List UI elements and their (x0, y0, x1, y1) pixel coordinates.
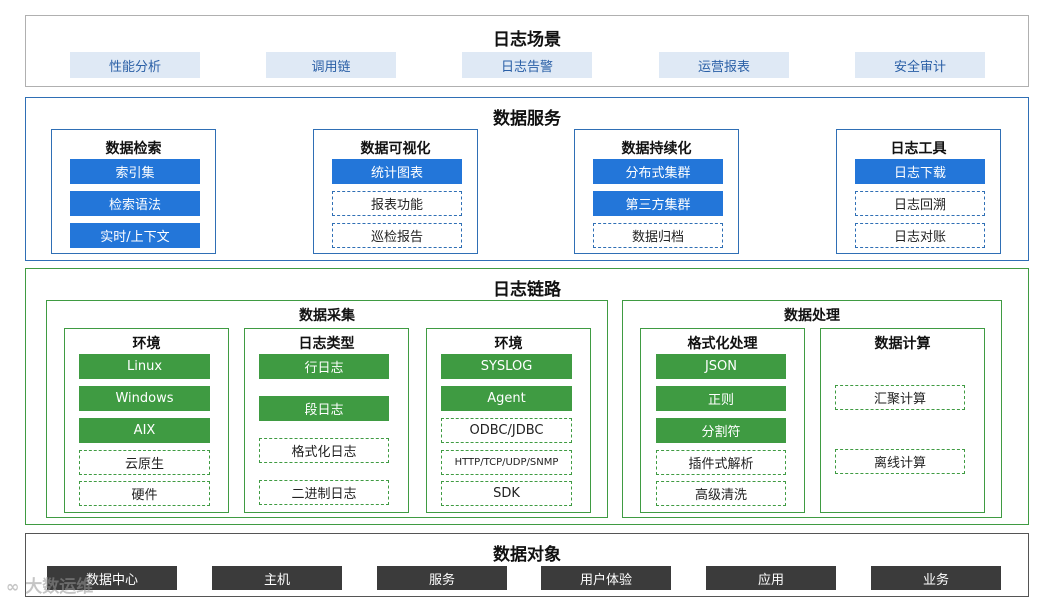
service-item-third-party-cluster: 第三方集群 (593, 191, 723, 216)
data-objects-title: 数据对象 (493, 545, 561, 565)
object-service: 服务 (377, 566, 507, 590)
service-group-persistence: 数据持续化 (574, 129, 739, 254)
data-services-title: 数据服务 (493, 109, 561, 129)
process-item-json: JSON (656, 354, 786, 379)
service-item-log-download: 日志下载 (855, 159, 985, 184)
service-group-title: 数据可视化 (360, 141, 431, 157)
service-group-search: 数据检索 (51, 129, 216, 254)
collect-group-title: 环境 (132, 336, 161, 352)
collect-item-hardware: 硬件 (79, 481, 210, 506)
collect-item-windows: Windows (79, 386, 210, 411)
process-item-regex: 正则 (656, 386, 786, 411)
log-pipeline-section: 日志链路 (25, 268, 1029, 525)
service-item-search-syntax: 检索语法 (70, 191, 200, 216)
log-scenes-section: 日志场景 (25, 15, 1029, 87)
object-host: 主机 (212, 566, 342, 590)
process-item-aggregation: 汇聚计算 (835, 385, 965, 410)
collect-item-sdk: SDK (441, 481, 572, 506)
collect-item-line-log: 行日志 (259, 354, 389, 379)
collect-group-environment: 环境 (64, 328, 229, 513)
collect-item-network-protocols: HTTP/TCP/UDP/SNMP (441, 450, 572, 475)
collect-item-binary-log: 二进制日志 (259, 480, 389, 505)
service-item-inspection-report: 巡检报告 (332, 223, 462, 248)
collect-item-segment-log: 段日志 (259, 396, 389, 421)
service-item-report-function: 报表功能 (332, 191, 462, 216)
object-data-center: 数据中心 (47, 566, 177, 590)
process-group-title: 数据计算 (874, 336, 931, 352)
service-item-realtime-context: 实时/上下文 (70, 223, 200, 248)
service-group-visualization: 数据可视化 (313, 129, 478, 254)
data-objects-section: 数据对象 (25, 533, 1029, 597)
service-item-log-reconcile: 日志对账 (855, 223, 985, 248)
scene-performance-analysis: 性能分析 (70, 52, 200, 78)
service-item-data-archive: 数据归档 (593, 223, 723, 248)
service-group-title: 日志工具 (890, 141, 947, 157)
data-processing-section: 数据处理 (622, 300, 1002, 518)
object-user-experience: 用户体验 (541, 566, 671, 590)
collect-group-title: 日志类型 (298, 336, 355, 352)
collect-group-environment-protocols: 环境 (426, 328, 591, 513)
object-business: 业务 (871, 566, 1001, 590)
collect-group-log-type: 日志类型 (244, 328, 409, 513)
scene-security-audit: 安全审计 (855, 52, 985, 78)
process-group-computation: 数据计算 (820, 328, 985, 513)
process-item-advanced-cleaning: 高级清洗 (656, 481, 786, 506)
data-collection-title: 数据采集 (299, 308, 355, 324)
object-application: 应用 (706, 566, 836, 590)
collect-item-formatted-log: 格式化日志 (259, 438, 389, 463)
service-item-log-backtrack: 日志回溯 (855, 191, 985, 216)
service-item-index-set: 索引集 (70, 159, 200, 184)
watermark-text: 大数运维 (25, 577, 94, 597)
service-group-title: 数据持续化 (621, 141, 692, 157)
service-item-distributed-cluster: 分布式集群 (593, 159, 723, 184)
scene-log-alert: 日志告警 (462, 52, 592, 78)
log-scenes-title: 日志场景 (493, 30, 561, 50)
collect-item-cloud-native: 云原生 (79, 450, 210, 475)
data-processing-title: 数据处理 (784, 308, 840, 324)
collect-item-odbc-jdbc: ODBC/JDBC (441, 418, 572, 443)
data-collection-section: 数据采集 (46, 300, 608, 518)
process-group-title: 格式化处理 (687, 336, 758, 352)
collect-item-syslog: SYSLOG (441, 354, 572, 379)
process-item-offline-computation: 离线计算 (835, 449, 965, 474)
service-group-title: 数据检索 (105, 141, 162, 157)
watermark-logo-icon: ∞ (6, 577, 20, 596)
collect-item-aix: AIX (79, 418, 210, 443)
process-group-formatting: 格式化处理 (640, 328, 805, 513)
scene-call-chain: 调用链 (266, 52, 396, 78)
watermark: ∞ 大数运维 (6, 572, 93, 597)
collect-item-agent: Agent (441, 386, 572, 411)
data-services-section: 数据服务 (25, 97, 1029, 261)
service-item-statistic-chart: 统计图表 (332, 159, 462, 184)
process-item-delimiter: 分割符 (656, 418, 786, 443)
collect-group-title: 环境 (494, 336, 523, 352)
log-pipeline-title: 日志链路 (493, 280, 561, 300)
service-group-log-tools: 日志工具 (836, 129, 1001, 254)
process-item-plugin-parsing: 插件式解析 (656, 450, 786, 475)
collect-item-linux: Linux (79, 354, 210, 379)
scene-operation-report: 运营报表 (659, 52, 789, 78)
